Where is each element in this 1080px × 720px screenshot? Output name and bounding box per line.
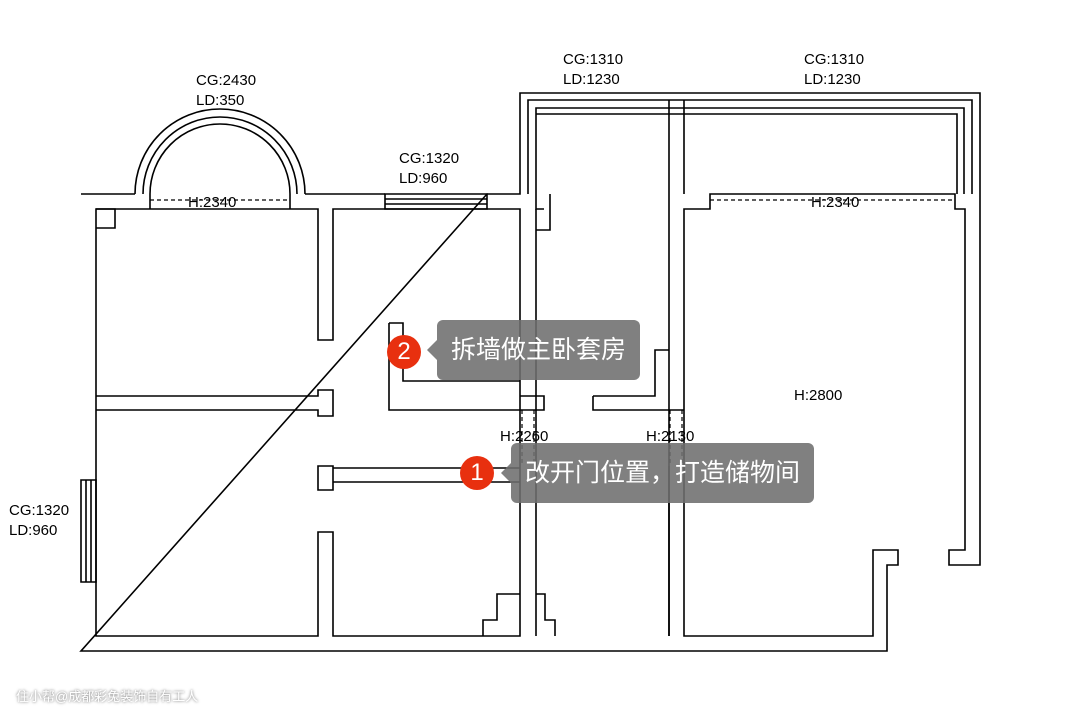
window-left-cg-label: CG:1320 bbox=[9, 502, 70, 519]
height-room-label: H:2800 bbox=[794, 387, 843, 404]
balcony-ld-label: LD:350 bbox=[196, 92, 245, 109]
inner-wall bbox=[95, 208, 521, 637]
window-right-cg-label: CG:1310 bbox=[804, 51, 865, 68]
window-center-ld-label: LD:1230 bbox=[563, 71, 620, 88]
balcony-cg-label: CG:2430 bbox=[196, 72, 257, 89]
callout-badge-2: 2 bbox=[387, 335, 421, 369]
callout-2: 拆墙做主卧套房 bbox=[426, 320, 641, 380]
callout-1: 改开门位置，打造储物间 bbox=[500, 443, 815, 503]
window-right-ld-label: LD:1230 bbox=[804, 71, 861, 88]
outer-wall bbox=[79, 92, 981, 652]
height-door2-label: H:2130 bbox=[646, 428, 695, 445]
column-mid bbox=[668, 100, 685, 636]
height-left-label: H:2340 bbox=[188, 194, 237, 211]
window-center-cg-label: CG:1310 bbox=[563, 51, 624, 68]
dashed-openings bbox=[150, 199, 955, 466]
balcony-arc bbox=[134, 108, 306, 209]
height-right-label: H:2340 bbox=[811, 194, 860, 211]
wall-segments bbox=[96, 194, 684, 636]
window-left bbox=[80, 479, 97, 583]
window-left-ld-label: LD:960 bbox=[9, 522, 58, 539]
window-mid-cg-label: CG:1320 bbox=[399, 150, 460, 167]
watermark: 住小帮@成都彩兔装饰自有工人 bbox=[16, 689, 199, 704]
balcony-frame bbox=[527, 99, 973, 210]
window-mid-ld-label: LD:960 bbox=[399, 170, 448, 187]
height-door1-label: H:2260 bbox=[500, 428, 549, 445]
window-top bbox=[384, 193, 488, 210]
callout-badge-1: 1 bbox=[460, 456, 494, 490]
